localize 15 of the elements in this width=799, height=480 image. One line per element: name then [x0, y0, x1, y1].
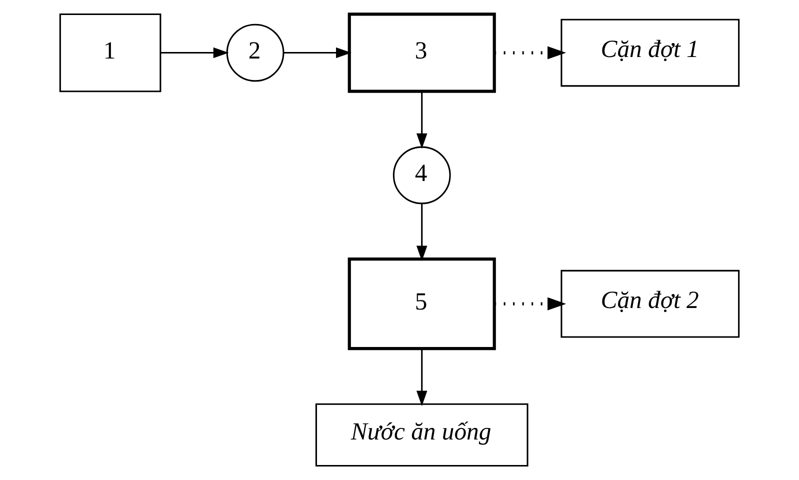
node-box: Nước ăn uống	[315, 403, 528, 467]
node-box: Cặn đợt 1	[560, 18, 740, 87]
arrow	[416, 348, 428, 406]
arrow	[284, 47, 352, 58]
node-circle: 4	[392, 146, 451, 204]
arrow	[494, 46, 566, 60]
arrow	[416, 204, 428, 262]
arrow	[494, 297, 566, 310]
node-box: 1	[59, 13, 162, 92]
node-circle: 2	[226, 24, 284, 82]
node-box: Cặn đợt 2	[560, 270, 740, 338]
node-box: 3	[348, 12, 496, 93]
arrow	[416, 91, 428, 149]
node-box: 5	[348, 258, 496, 350]
arrow	[160, 47, 229, 58]
